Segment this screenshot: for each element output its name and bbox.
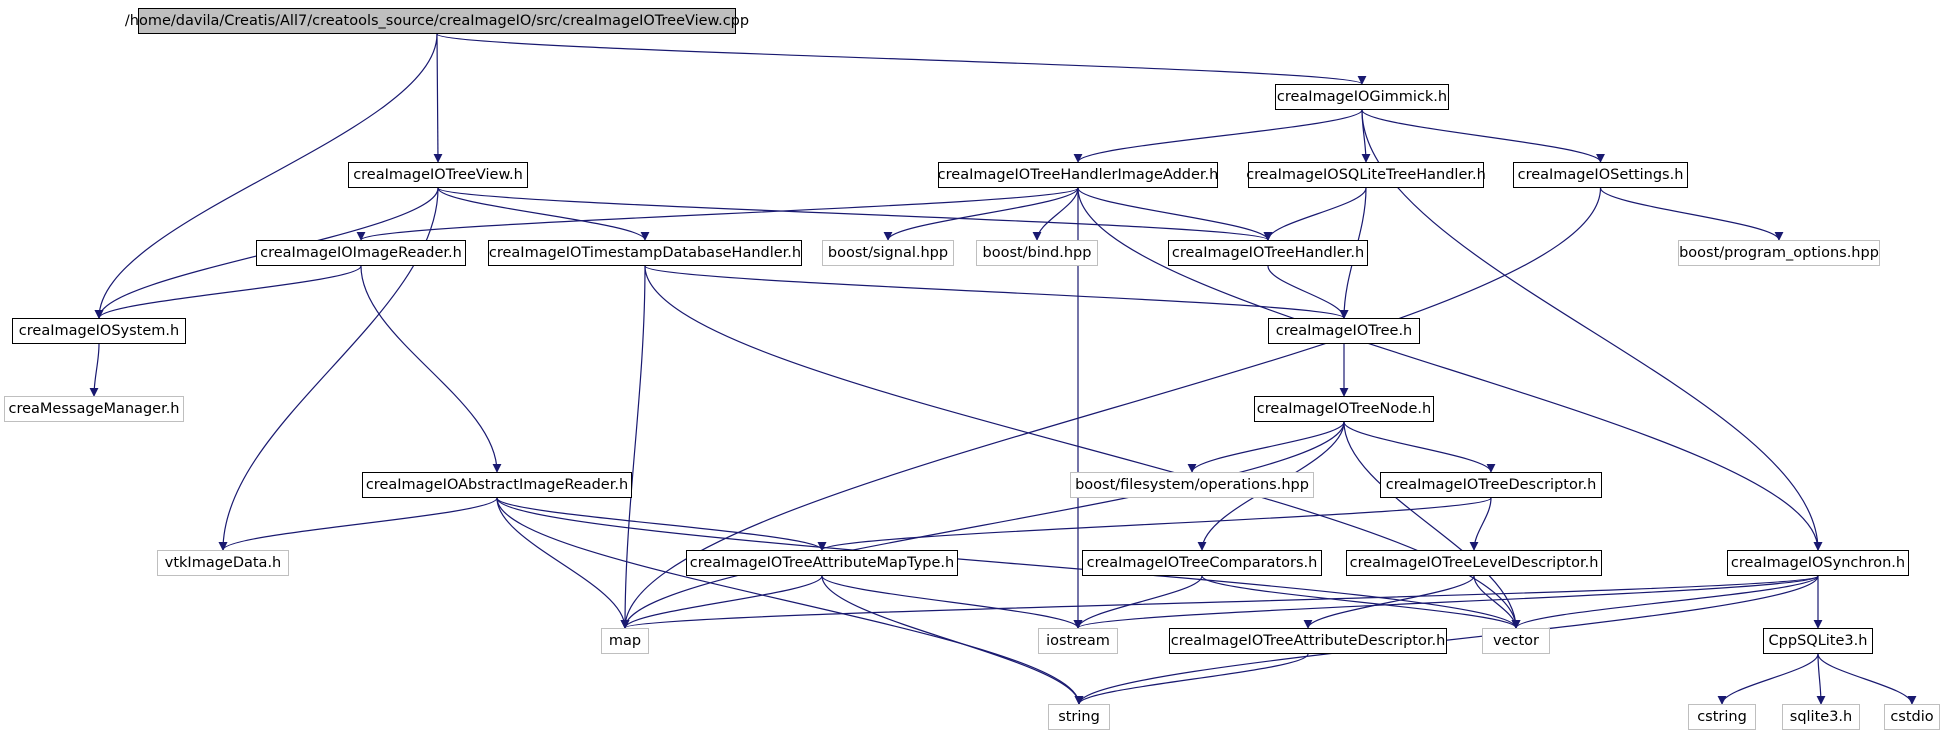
node-vector[interactable]: vector	[1482, 628, 1550, 654]
node-treehandler[interactable]: creaImageIOTreeHandler.h	[1168, 240, 1368, 266]
node-string[interactable]: string	[1048, 704, 1110, 730]
edge-attrmap-to-string	[821, 575, 1084, 705]
edge-attrdesc-to-string	[1074, 653, 1309, 705]
edge-absreader-to-vtkimg	[218, 497, 498, 551]
edge-treedesc-to-attrmap	[817, 497, 1492, 551]
edge-timestamp-to-tree	[644, 265, 1349, 319]
edge-synchron-to-vector	[1511, 575, 1819, 629]
node-system[interactable]: creaImageIOSystem.h	[12, 318, 186, 344]
edge-treeview-to-vtkimg	[218, 187, 439, 551]
edge-timestamp-to-map	[620, 265, 646, 629]
edge-handleradder-to-signal	[883, 187, 1079, 241]
edge-leveldesc-to-attrdesc	[1303, 575, 1475, 629]
edge-settings-to-progopts	[1599, 187, 1784, 241]
edge-absreader-to-vector	[496, 497, 1521, 629]
edge-synchron-to-string	[1074, 575, 1819, 705]
edge-treedesc-to-leveldesc	[1469, 497, 1492, 551]
edge-handleradder-to-imagereader	[356, 187, 1079, 241]
edge-treeview-to-treehandler	[437, 187, 1273, 241]
edge-imagereader-to-absreader	[360, 265, 502, 473]
node-attrdesc[interactable]: creaImageIOTreeAttributeDescriptor.h	[1169, 628, 1447, 654]
node-root[interactable]: /home/davila/Creatis/All7/creatools_sour…	[125, 8, 749, 34]
edge-cppsqlite-to-cstring	[1717, 653, 1819, 705]
node-settings[interactable]: creaImageIOSettings.h	[1513, 162, 1688, 188]
edge-synchron-to-iostream	[1073, 575, 1819, 629]
node-timestamp[interactable]: creaImageIOTimestampDatabaseHandler.h	[488, 240, 802, 266]
node-sqlite3[interactable]: sqlite3.h	[1782, 704, 1860, 730]
edge-root-to-treeview	[433, 33, 443, 163]
node-synchron[interactable]: creaImageIOSynchron.h	[1727, 550, 1909, 576]
edge-handleradder-to-treehandler	[1077, 187, 1273, 241]
edge-absreader-to-string	[496, 497, 1084, 705]
edge-handleradder-to-bind	[1032, 187, 1079, 241]
node-cstdio[interactable]: cstdio	[1884, 704, 1940, 730]
node-progopts[interactable]: boost/program_options.hpp	[1678, 240, 1880, 266]
edge-synchron-to-map	[621, 575, 1819, 629]
edge-treenode-to-map	[620, 421, 1345, 629]
edge-cppsqlite-to-sqlite3	[1816, 653, 1826, 705]
node-treenode[interactable]: creaImageIOTreeNode.h	[1254, 396, 1434, 422]
node-gimmick[interactable]: creaImageIOGimmick.h	[1275, 84, 1449, 110]
node-fsops[interactable]: boost/filesystem/operations.hpp	[1070, 472, 1314, 498]
node-signal[interactable]: boost/signal.hpp	[822, 240, 954, 266]
node-imagereader[interactable]: creaImageIOImageReader.h	[256, 240, 466, 266]
edge-treeview-to-timestamp	[437, 187, 650, 241]
edge-root-to-gimmick	[436, 33, 1367, 85]
node-cppsqlite[interactable]: CppSQLite3.h	[1763, 628, 1873, 654]
edge-comparators-to-vector	[1201, 575, 1521, 629]
edge-attrmap-to-map	[620, 575, 823, 629]
node-tree[interactable]: creaImageIOTree.h	[1268, 318, 1420, 344]
edge-root-to-system	[94, 33, 438, 319]
node-treeview[interactable]: creaImageIOTreeView.h	[348, 162, 528, 188]
node-cstring[interactable]: cstring	[1688, 704, 1756, 730]
node-vtkimg[interactable]: vtkImageData.h	[157, 550, 289, 576]
edge-system-to-msgmgr	[89, 343, 100, 397]
node-leveldesc[interactable]: creaImageIOTreeLevelDescriptor.h	[1346, 550, 1602, 576]
edge-attrmap-to-iostream	[821, 575, 1083, 629]
edge-treenode-to-vector	[1343, 421, 1521, 629]
node-handleradder[interactable]: creaImageIOTreeHandlerImageAdder.h	[938, 162, 1218, 188]
node-bind[interactable]: boost/bind.hpp	[976, 240, 1098, 266]
edge-handleradder-to-synchron	[1077, 187, 1823, 551]
edge-cppsqlite-to-cstdio	[1817, 653, 1917, 705]
node-map[interactable]: map	[601, 628, 649, 654]
dependency-edges	[89, 33, 1917, 705]
node-msgmgr[interactable]: creaMessageManager.h	[4, 396, 184, 422]
node-absreader[interactable]: creaImageIOAbstractImageReader.h	[362, 472, 632, 498]
edge-comparators-to-iostream	[1073, 575, 1203, 629]
edge-settings-to-map	[620, 187, 1602, 629]
edge-imagereader-to-system	[94, 265, 362, 319]
edge-treenode-to-fsops	[1187, 421, 1345, 473]
edge-treehandler-to-tree	[1267, 265, 1349, 319]
edge-absreader-to-attrmap	[496, 497, 827, 551]
edge-absreader-to-map	[496, 497, 630, 629]
edge-gimmick-to-handleradder	[1073, 109, 1363, 163]
node-sqlite[interactable]: creaImageIOSQLiteTreeHandler.h	[1246, 162, 1486, 188]
node-treedesc[interactable]: creaImageIOTreeDescriptor.h	[1380, 472, 1602, 498]
edge-gimmick-to-settings	[1361, 109, 1605, 163]
node-iostream[interactable]: iostream	[1038, 628, 1118, 654]
edge-leveldesc-to-vector	[1473, 575, 1521, 629]
edge-treenode-to-treedesc	[1343, 421, 1496, 473]
edge-sqlite-to-treehandler	[1263, 187, 1367, 241]
node-comparators[interactable]: creaImageIOTreeComparators.h	[1082, 550, 1322, 576]
node-attrmap[interactable]: creaImageIOTreeAttributeMapType.h	[686, 550, 958, 576]
